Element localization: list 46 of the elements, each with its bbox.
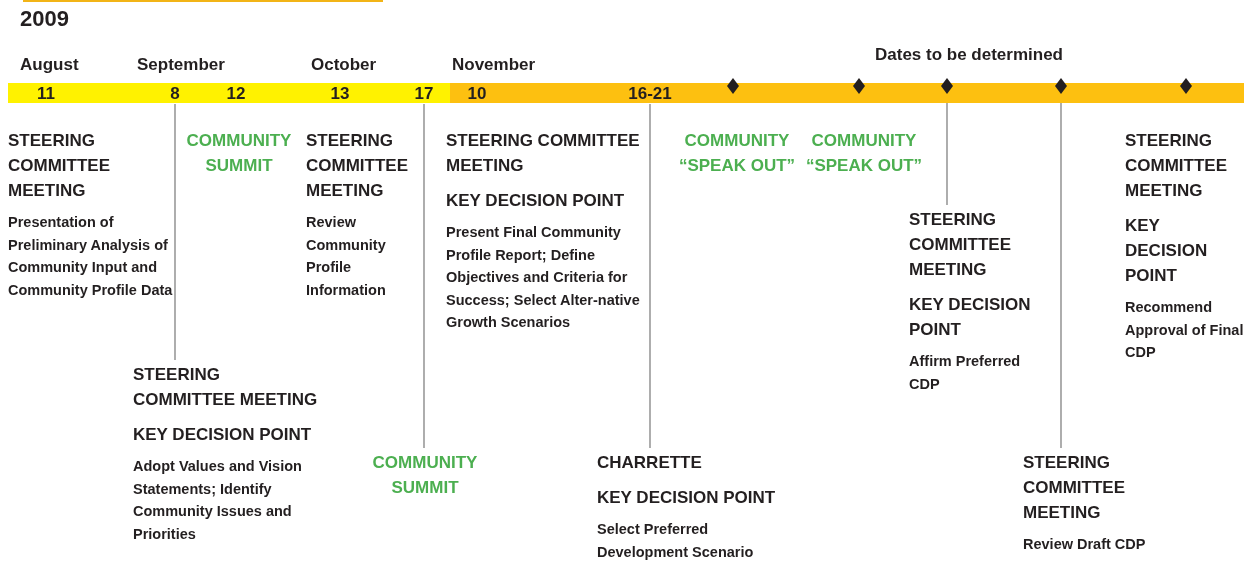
event-heading: KEY DECISION POINT xyxy=(446,190,626,212)
event-description: Adopt Values and Vision Statements; Identify Community Issues and Priorities xyxy=(133,457,303,544)
date-label: 8 xyxy=(170,84,180,104)
event-description: Presentation of Preliminary Analysis of Community Input and Community Profile Data xyxy=(8,213,173,300)
event-heading: COMMUNITY “SPEAK OUT” xyxy=(677,130,797,177)
event-description: Recommend Approval of Final CDP xyxy=(1125,298,1244,362)
date-label: 12 xyxy=(226,84,246,104)
event-description: Present Final Community Profile Report; Define Objectives and Criteria for Success; Select Alter-native Growth Scenarios xyxy=(446,223,641,332)
leader-line xyxy=(649,103,651,449)
event-heading: COMMUNITY “SPEAK OUT” xyxy=(804,130,924,177)
month-label: September xyxy=(137,55,225,75)
month-label: November xyxy=(452,55,536,75)
event-heading: COMMUNITY SUMMIT xyxy=(185,130,293,177)
diamond-marker xyxy=(1055,78,1067,94)
date-label: 17 xyxy=(414,84,434,104)
leader-line xyxy=(174,103,176,361)
date-label: 10 xyxy=(467,84,487,104)
diamond-marker xyxy=(1180,78,1192,94)
month-label: August xyxy=(20,55,79,75)
note-text: Dates to be determined xyxy=(875,45,1063,65)
event-heading: STEERING COMMITTEE MEETING xyxy=(133,364,319,411)
event-heading: STEERING COMMITTEE MEETING xyxy=(1125,130,1228,202)
year-title: 2009 xyxy=(20,6,69,32)
event-description: Select Preferred Development Scenario xyxy=(597,520,755,562)
date-label: 13 xyxy=(330,84,350,104)
diamond-marker xyxy=(941,78,953,94)
event-heading: STEERING COMMITTEE MEETING xyxy=(8,130,111,202)
event-heading: STEERING COMMITTEE MEETING xyxy=(446,130,641,177)
event-heading: KEY DECISION POINT xyxy=(909,294,1032,341)
event-heading: KEY DECISION POINT xyxy=(597,487,777,509)
date-label: 16-21 xyxy=(628,84,672,104)
event-heading: KEY DECISION POINT xyxy=(1125,215,1209,287)
event-heading: STEERING COMMITTEE MEETING xyxy=(306,130,409,202)
diamond-marker xyxy=(853,78,865,94)
event-heading: STEERING COMMITTEE MEETING xyxy=(909,209,1012,281)
event-heading: CHARRETTE xyxy=(597,452,703,474)
event-heading: STEERING COMMITTEE MEETING xyxy=(1023,452,1126,524)
event-heading: KEY DECISION POINT xyxy=(133,424,313,446)
diamond-marker xyxy=(727,78,739,94)
leader-line xyxy=(423,103,425,449)
event-description: Review Draft CDP xyxy=(1023,535,1147,554)
month-label: October xyxy=(311,55,377,75)
date-label: 11 xyxy=(37,84,55,104)
event-description: Review Community Profile Information xyxy=(306,213,387,300)
event-heading: COMMUNITY SUMMIT xyxy=(371,452,479,499)
event-description: Affirm Preferred CDP xyxy=(909,352,1022,394)
